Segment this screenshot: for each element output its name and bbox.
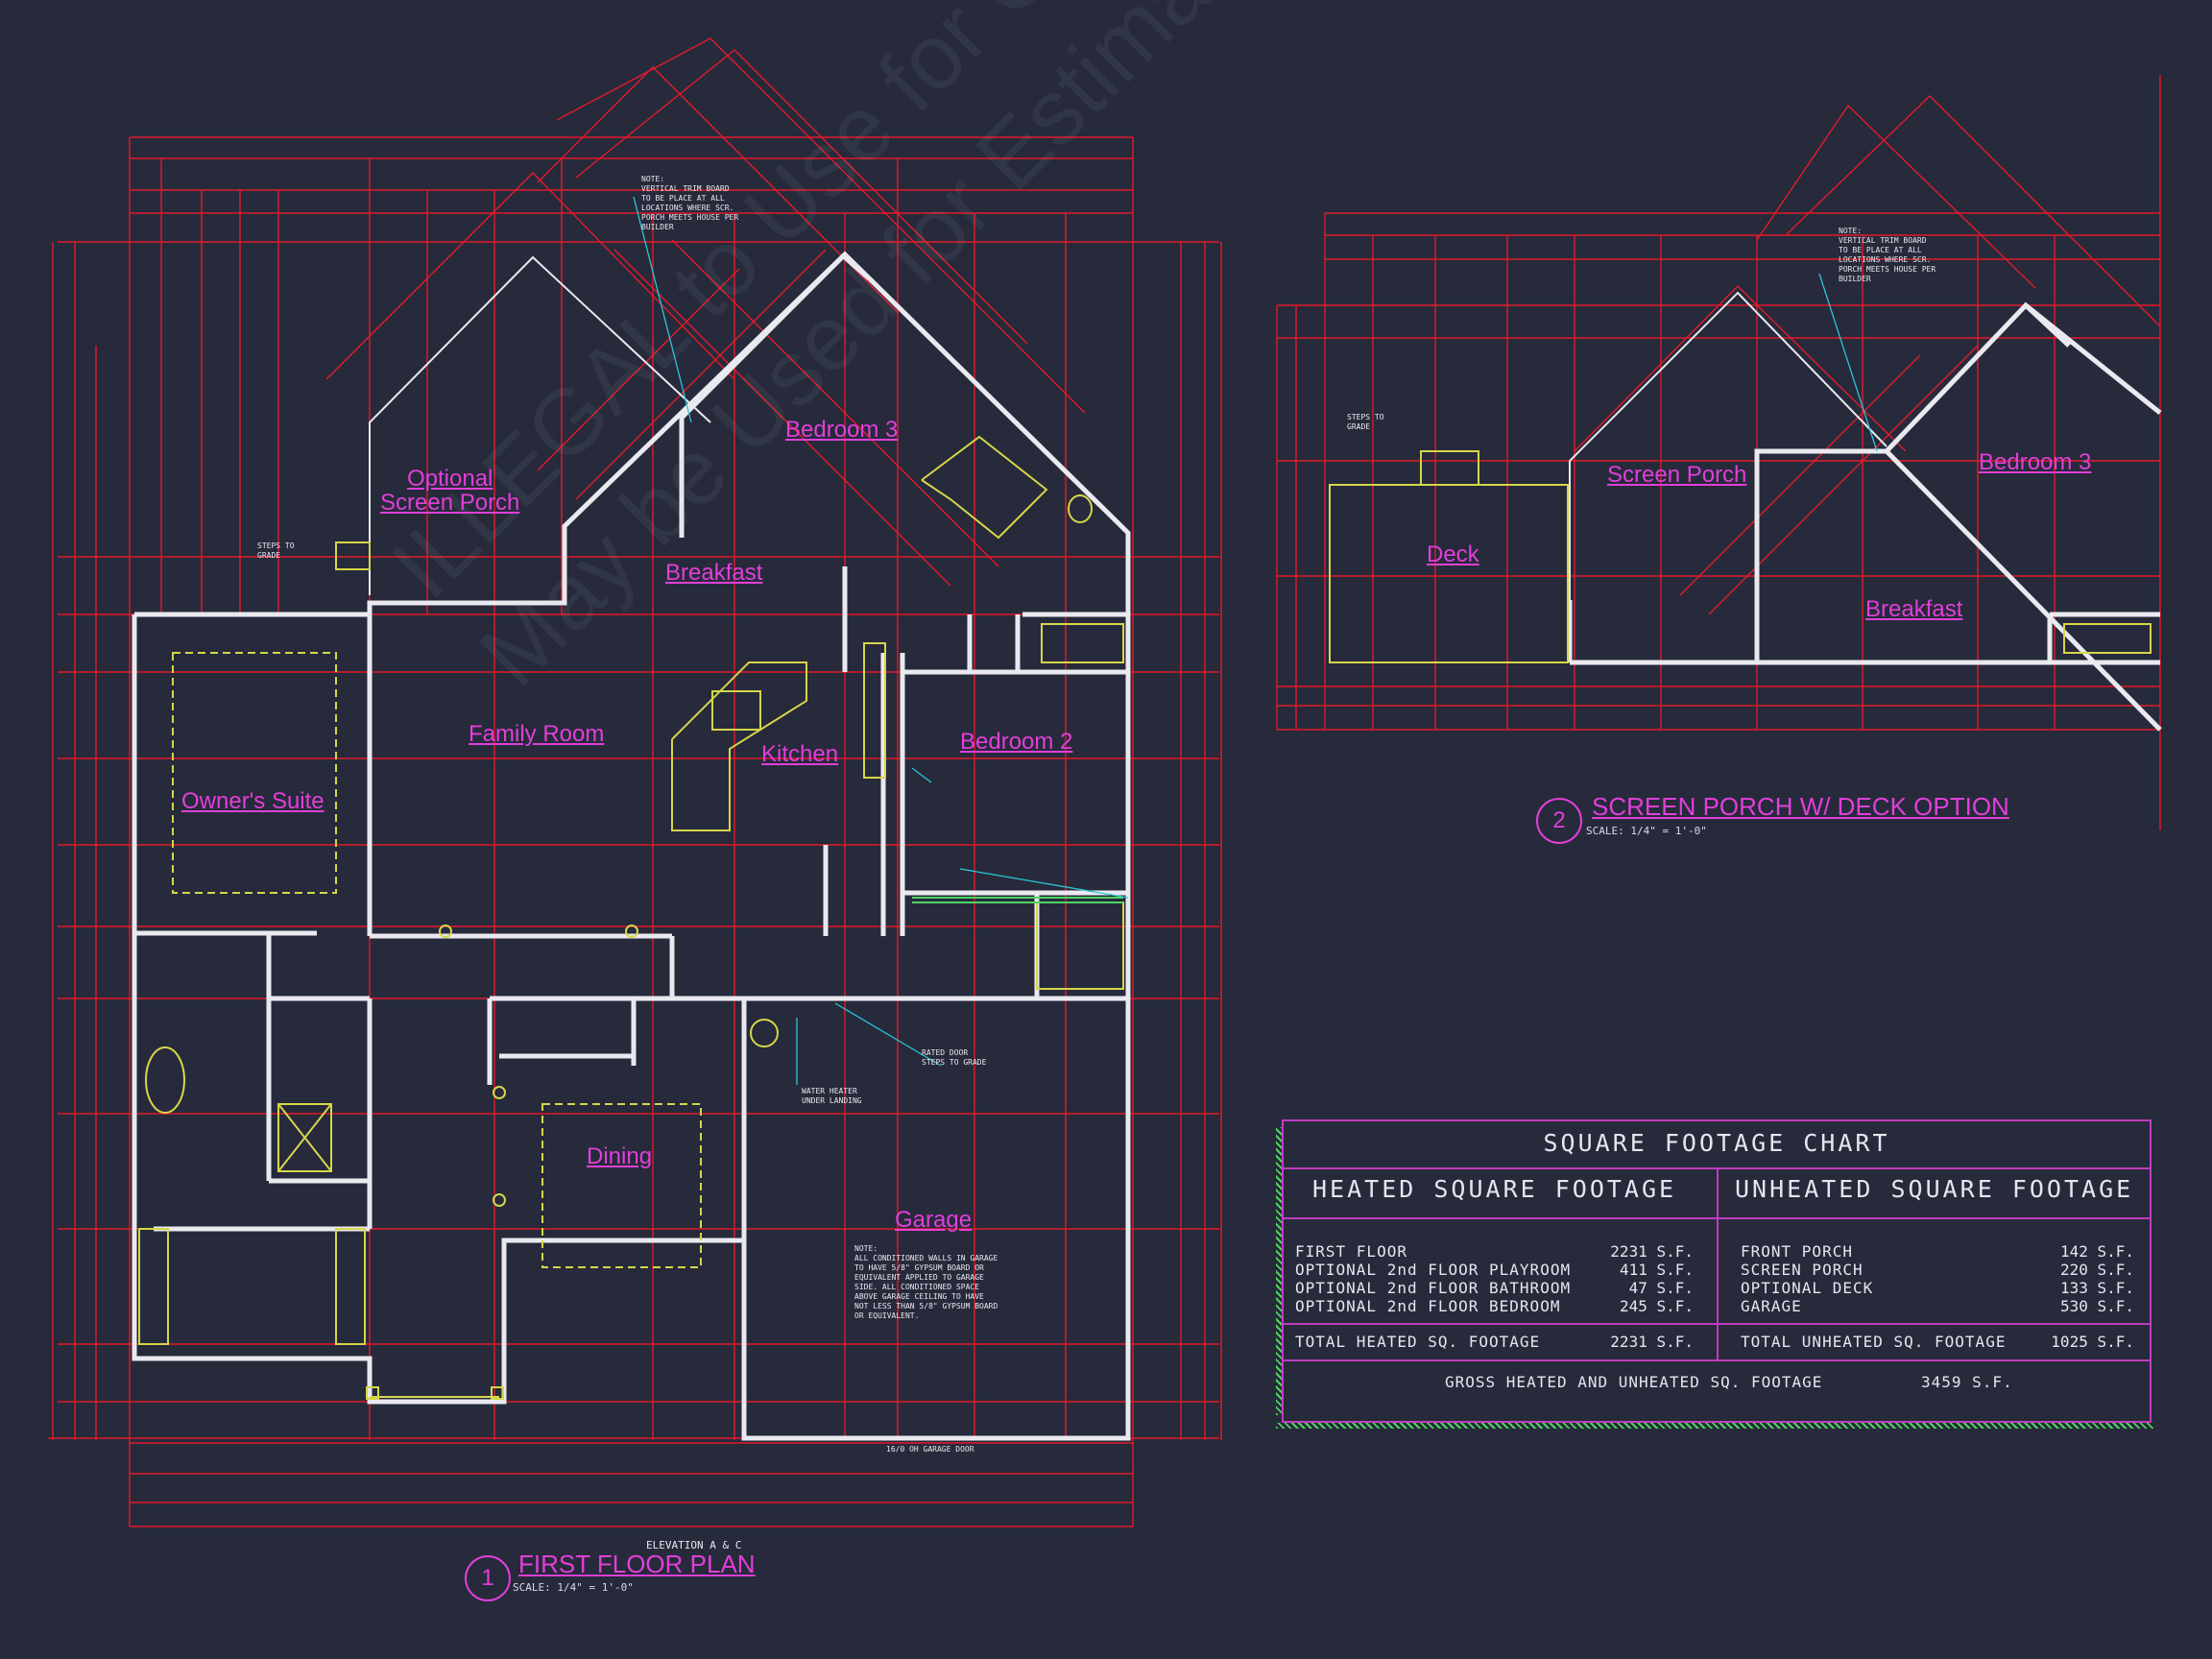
steps-to-grade-note-option: STEPS TO GRADE (1347, 413, 1384, 431)
garage-wall-note: NOTE: ALL CONDITIONED WALLS IN GARAGE TO… (854, 1244, 998, 1320)
room-label-family-room: Family Room (469, 721, 605, 747)
plan2-leaders (1818, 273, 1878, 452)
option-room-label-screen-porch: Screen Porch (1607, 462, 1747, 488)
chart-hatch-left (1276, 1127, 1282, 1415)
unheated-value: 530 S.F. (2059, 1297, 2134, 1315)
room-label-dining: Dining (587, 1143, 653, 1169)
room-label-owners-suite: Owner's Suite (181, 788, 325, 814)
option-room-label-deck: Deck (1427, 541, 1479, 567)
unheated-label: GARAGE (1741, 1297, 1802, 1315)
option-room-label-breakfast: Breakfast (1865, 596, 1963, 622)
chart-hatch-bottom (1276, 1423, 2153, 1429)
heated-value: 2231 S.F. (1610, 1242, 1694, 1261)
room-label-bedroom-2: Bedroom 2 (960, 729, 1073, 755)
unheated-label: FRONT PORCH (1741, 1242, 1853, 1261)
plan2-dimension-lines (1276, 75, 2161, 830)
square-footage-chart: SQUARE FOOTAGE CHART HEATED SQUARE FOOTA… (1276, 1119, 2153, 1429)
room-label-optional-screen-porch: Optional Screen Porch (380, 466, 520, 517)
chart-divider (1284, 1359, 2150, 1361)
unheated-label: OPTIONAL DECK (1741, 1279, 1874, 1297)
plan1-dimension-lines (48, 37, 1222, 1527)
room-label-screen-porch: Screen Porch (380, 490, 520, 517)
room-label-breakfast: Breakfast (665, 560, 763, 586)
heated-label: FIRST FLOOR (1295, 1242, 1407, 1261)
plan2-scale: SCALE: 1/4" = 1'-0" (1586, 825, 1707, 837)
unheated-header: UNHEATED SQUARE FOOTAGE (1735, 1175, 2134, 1203)
total-unheated-label: TOTAL UNHEATED SQ. FOOTAGE (1741, 1333, 2007, 1351)
heated-header: HEATED SQUARE FOOTAGE (1312, 1175, 1677, 1203)
plan1-scale: SCALE: 1/4" = 1'-0" (513, 1581, 634, 1594)
unheated-value: 142 S.F. (2059, 1242, 2134, 1261)
plan1-fixtures (138, 435, 1124, 1400)
water-heater-note: WATER HEATER UNDER LANDING (802, 1087, 862, 1105)
plan1-hatch (912, 897, 1123, 903)
unheated-label: SCREEN PORCH (1741, 1261, 1863, 1279)
heated-label: OPTIONAL 2nd FLOOR PLAYROOM (1295, 1261, 1572, 1279)
chart-title: SQUARE FOOTAGE CHART (1543, 1129, 1890, 1157)
trim-board-note-option: NOTE: VERTICAL TRIM BOARD TO BE PLACE AT… (1839, 227, 1936, 283)
garage-door-note: 16/0 OH GARAGE DOOR (886, 1445, 974, 1454)
plan1-number-bubble: 1 (465, 1555, 511, 1601)
room-label-garage: Garage (895, 1207, 973, 1233)
total-heated-value: 2231 S.F. (1610, 1333, 1694, 1351)
total-unheated-value: 1025 S.F. (2051, 1333, 2134, 1351)
heated-label: OPTIONAL 2nd FLOOR BATHROOM (1295, 1279, 1572, 1297)
trim-board-note: NOTE: VERTICAL TRIM BOARD TO BE PLACE AT… (641, 175, 739, 231)
plan2-walls (1567, 291, 2162, 732)
room-label-optional: Optional (407, 466, 493, 492)
heated-value: 411 S.F. (1619, 1261, 1694, 1279)
room-label-kitchen: Kitchen (761, 741, 839, 767)
chart-column-divider (1717, 1167, 1719, 1359)
plan1-leaders (633, 196, 1129, 1085)
gross-footage-label: GROSS HEATED AND UNHEATED SQ. FOOTAGE (1445, 1373, 1823, 1391)
gross-footage-value: 3459 S.F. (1921, 1373, 2013, 1391)
total-heated-label: TOTAL HEATED SQ. FOOTAGE (1295, 1333, 1541, 1351)
room-label-bedroom-3: Bedroom 3 (785, 417, 899, 443)
unheated-value: 133 S.F. (2059, 1279, 2134, 1297)
plan1-elevation-note: ELEVATION A & C (646, 1539, 742, 1551)
heated-label: OPTIONAL 2nd FLOOR BEDROOM (1295, 1297, 1561, 1315)
option-room-label-bedroom-3: Bedroom 3 (1979, 449, 2092, 475)
plan1-walls (132, 251, 1131, 1441)
heated-value: 47 S.F. (1628, 1279, 1694, 1297)
plan1-title: FIRST FLOOR PLAN (518, 1550, 756, 1578)
plan2-number-bubble: 2 (1536, 798, 1582, 844)
steps-to-grade-note: STEPS TO GRADE (257, 541, 295, 560)
heated-value: 245 S.F. (1619, 1297, 1694, 1315)
plan2-deck (1329, 450, 2152, 663)
rated-door-note: RATED DOOR STEPS TO GRADE (922, 1048, 987, 1067)
unheated-value: 220 S.F. (2059, 1261, 2134, 1279)
plan2-title: SCREEN PORCH W/ DECK OPTION (1592, 792, 2009, 821)
